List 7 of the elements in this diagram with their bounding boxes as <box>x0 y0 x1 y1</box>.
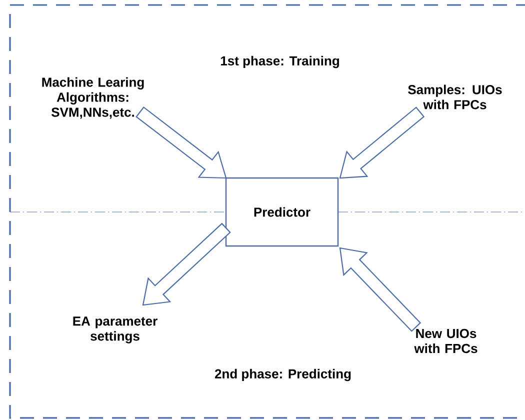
phase-label: 1st phase: Training <box>220 56 339 68</box>
predictor-box: Predictor <box>225 177 339 247</box>
node-text: Machine Learing Algorithms: SVM,NNs,etc. <box>42 77 144 119</box>
node-text: New UIOs with FPCs <box>414 328 478 354</box>
node-text: EA parameter settings <box>73 316 158 344</box>
node-text: Samples: UIOs with FPCs <box>408 84 502 110</box>
phase-label: 2nd phase: Predicting <box>214 368 351 382</box>
